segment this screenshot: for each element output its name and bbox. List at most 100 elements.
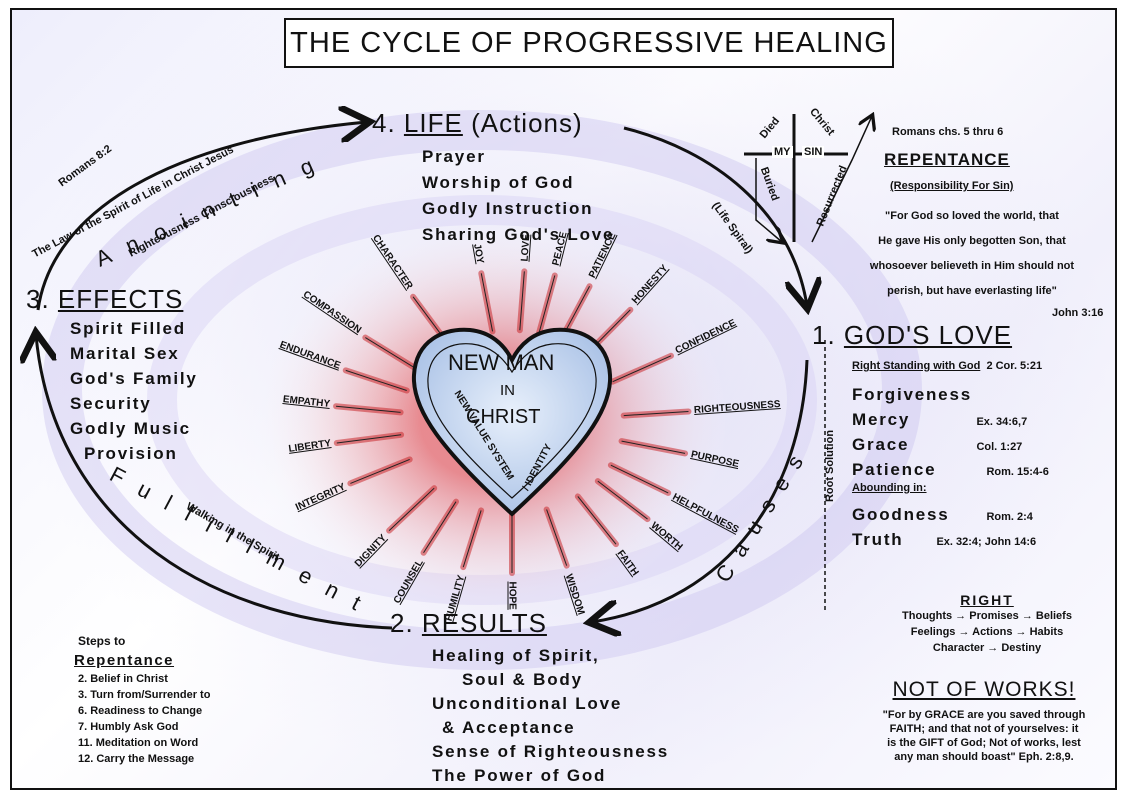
ray-line-core — [336, 434, 402, 444]
works-line: FAITH; and that not of yourselves: it — [889, 723, 1079, 735]
right-heading: RIGHT — [960, 592, 1014, 608]
abounding-text: Abounding in: — [852, 482, 927, 494]
ray-line-core — [597, 480, 648, 520]
results-item: Sense of Righteousness — [432, 742, 670, 761]
life-item: Sharing God's Love — [422, 225, 615, 244]
steps-item: 2. Belief in Christ — [78, 673, 168, 685]
effects-item: Marital Sex — [70, 344, 180, 363]
ray-line-core — [480, 273, 494, 332]
heart-inner-outline — [427, 343, 597, 499]
right-line: Feelings → Actions → Habits — [910, 626, 1064, 638]
effects-heading: 3. EFFECTS — [26, 284, 183, 315]
godslove-heading: 1. GOD'S LOVE — [812, 320, 1012, 351]
godslove-item-label: Forgiveness — [852, 385, 972, 404]
john-ref: John 3:16 — [1052, 307, 1104, 319]
heart-line1: NEW MAN — [448, 350, 555, 375]
godslove-item-ref: Col. 1:27 — [976, 441, 1023, 453]
life-item: Prayer — [422, 147, 486, 166]
results-title: RESULTS — [421, 608, 547, 638]
works-line: "For by GRACE are you saved through — [882, 709, 1086, 721]
ray-line-core — [546, 509, 568, 566]
effects-item: God's Family — [70, 369, 198, 388]
ray-line-core — [610, 464, 669, 494]
heart-line2: IN — [500, 382, 515, 399]
godslove-item: Mercy Ex. 34:6,7 — [852, 407, 1112, 432]
abounding-item-label: Goodness — [852, 505, 950, 524]
root-solution-label: Root Solution — [824, 429, 837, 503]
arc-life-to-godslove — [623, 126, 807, 306]
ray-line-core — [621, 440, 686, 454]
life-title: LIFE — [403, 108, 463, 138]
steps-intro: Steps to — [78, 634, 126, 648]
right-box: RIGHT Thoughts → Promises → Beliefs Feel… — [862, 592, 1112, 656]
effects-item: Godly Music — [70, 419, 191, 438]
results-item: Soul & Body — [462, 670, 583, 689]
steps-box: Steps to Repentance 2. Belief in Christ … — [74, 634, 210, 767]
godslove-item: Forgiveness — [852, 382, 1112, 407]
quote-line: perish, but have everlasting life" — [887, 285, 1057, 297]
life-subtitle: (Actions) — [471, 108, 583, 138]
repentance-heading: REPENTANCE — [884, 150, 1010, 169]
godslove-item-ref: Ex. 34:6,7 — [976, 416, 1028, 428]
ray-line-core — [365, 337, 420, 371]
effects-list: Spirit Filled Marital Sex God's Family S… — [70, 316, 198, 466]
arc-godslove-to-results — [592, 359, 809, 622]
right-standing: Right Standing with God 2 Cor. 5:21 — [852, 360, 1042, 372]
results-number: 2. — [390, 608, 414, 638]
steps-item: 6. Readiness to Change — [78, 705, 203, 717]
steps-item: 3. Turn from/Surrender to — [78, 689, 211, 701]
swirl-wash — [42, 110, 922, 670]
results-item: Unconditional Love — [432, 694, 623, 713]
abounding-item-label: Truth — [852, 530, 904, 549]
right-standing-ref: 2 Cor. 5:21 — [986, 360, 1043, 372]
steps-item: 12. Carry the Message — [78, 753, 195, 765]
right-line: Thoughts → Promises → Beliefs — [902, 610, 1072, 622]
ray-line-core — [577, 496, 617, 545]
results-item: Healing of Spirit, — [432, 646, 600, 665]
works-line: any man should boast" Eph. 2:8,9. — [894, 751, 1074, 763]
heart-shape — [411, 327, 613, 517]
effects-item: Spirit Filled — [70, 319, 186, 338]
godslove-item-ref: Rom. 15:4-6 — [986, 466, 1049, 478]
ray-label: HOPE — [506, 581, 518, 611]
results-item: The Power of God — [432, 766, 607, 785]
ray-line-core — [423, 501, 457, 554]
effects-item: Security — [70, 394, 152, 413]
diagram-canvas: THE CYCLE OF PROGRESSIVE HEALING 4. LIFE… — [10, 8, 1117, 790]
works-box: NOT OF WORKS! "For by GRACE are you save… — [852, 678, 1115, 764]
abounding-label: Abounding in: — [852, 482, 1112, 502]
life-item: Godly Instruction — [422, 199, 594, 218]
ray-line-core — [336, 405, 401, 413]
right-line: Character → Destiny — [932, 642, 1042, 654]
steps-heading: Repentance — [74, 652, 175, 669]
abounding-item: Truth Ex. 32:4; John 14:6 — [852, 527, 1112, 552]
cross-sin: SIN — [802, 146, 825, 158]
abounding-item-ref: Rom. 2:4 — [986, 511, 1033, 523]
godslove-item-label: Mercy — [852, 410, 911, 429]
steps-item: 7. Humbly Ask God — [78, 721, 179, 733]
godslove-item: Patience Rom. 15:4-6 — [852, 457, 1112, 482]
page-title: THE CYCLE OF PROGRESSIVE HEALING — [284, 18, 894, 68]
effects-number: 3. — [26, 284, 50, 314]
romans-ref: Romans chs. 5 thru 6 — [892, 126, 1004, 138]
results-heading: 2. RESULTS — [390, 608, 547, 639]
godslove-item-label: Grace — [852, 435, 910, 454]
life-list: Prayer Worship of God Godly Instruction … — [422, 144, 614, 248]
right-standing-label: Right Standing with God — [852, 360, 981, 372]
ray-line-core — [538, 275, 556, 333]
ray-line-core — [462, 510, 482, 568]
repentance-sub: (Responsibility For Sin) — [890, 180, 1014, 192]
results-list: Healing of Spirit, Soul & Body Unconditi… — [432, 644, 669, 788]
quote-line: whosoever believeth in Him should not — [869, 260, 1075, 272]
cross-my: MY — [772, 146, 793, 158]
works-line: is the GIFT of God; Not of works, lest — [887, 737, 1081, 749]
repentance-quote: "For God so loved the world, that He gav… — [832, 204, 1112, 304]
effects-item: Provision — [84, 444, 178, 463]
godslove-number: 1. — [812, 320, 836, 350]
ray-line-core — [623, 410, 689, 417]
ray-line-core — [388, 487, 435, 531]
ray-line-core — [519, 271, 525, 331]
godslove-list: Forgiveness Mercy Ex. 34:6,7 Grace Col. … — [852, 382, 1112, 552]
godslove-item-label: Patience — [852, 460, 937, 479]
effects-title: EFFECTS — [57, 284, 184, 314]
